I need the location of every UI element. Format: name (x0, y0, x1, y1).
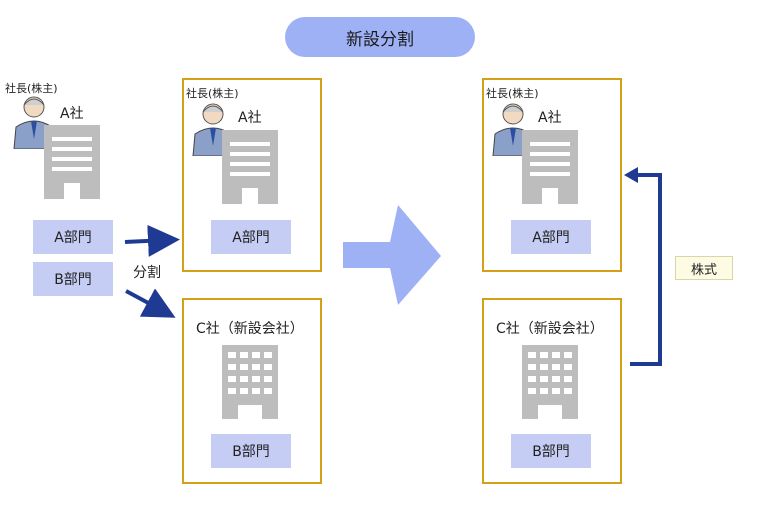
company-c-label-mid: C社（新設会社） (196, 321, 304, 337)
dept-b-box-mid: B部門 (211, 434, 291, 468)
split-arrow-to-a (124, 224, 180, 257)
company-a-label-right: A社 (538, 110, 562, 126)
shares-arrow-head (624, 167, 638, 183)
dept-a-box-mid: A部門 (211, 220, 291, 254)
company-a-label-mid: A社 (238, 110, 262, 126)
building-icon-mid-c (222, 345, 278, 419)
company-c-label-right: C社（新設会社） (496, 321, 604, 337)
dept-b-box-left: B部門 (33, 262, 113, 296)
split-label: 分割 (133, 265, 161, 281)
president-label-mid: 社長(株主) (186, 87, 239, 100)
shares-arrow-line (630, 173, 662, 366)
building-icon-right-a (522, 130, 578, 204)
president-label-right: 社長(株主) (486, 87, 539, 100)
dept-a-box-right: A部門 (511, 220, 591, 254)
building-icon-mid-a (222, 130, 278, 204)
shares-note: 株式 (675, 256, 733, 280)
building-icon-left (44, 125, 100, 199)
dept-a-box-left: A部門 (33, 220, 113, 254)
company-a-label-left: A社 (60, 106, 84, 122)
diagram-title: 新設分割 (285, 17, 475, 57)
building-icon-right-c (522, 345, 578, 419)
president-label-left: 社長(株主) (5, 82, 58, 95)
dept-b-box-right: B部門 (511, 434, 591, 468)
transition-arrow (343, 205, 441, 305)
split-arrow-to-c (125, 288, 176, 318)
